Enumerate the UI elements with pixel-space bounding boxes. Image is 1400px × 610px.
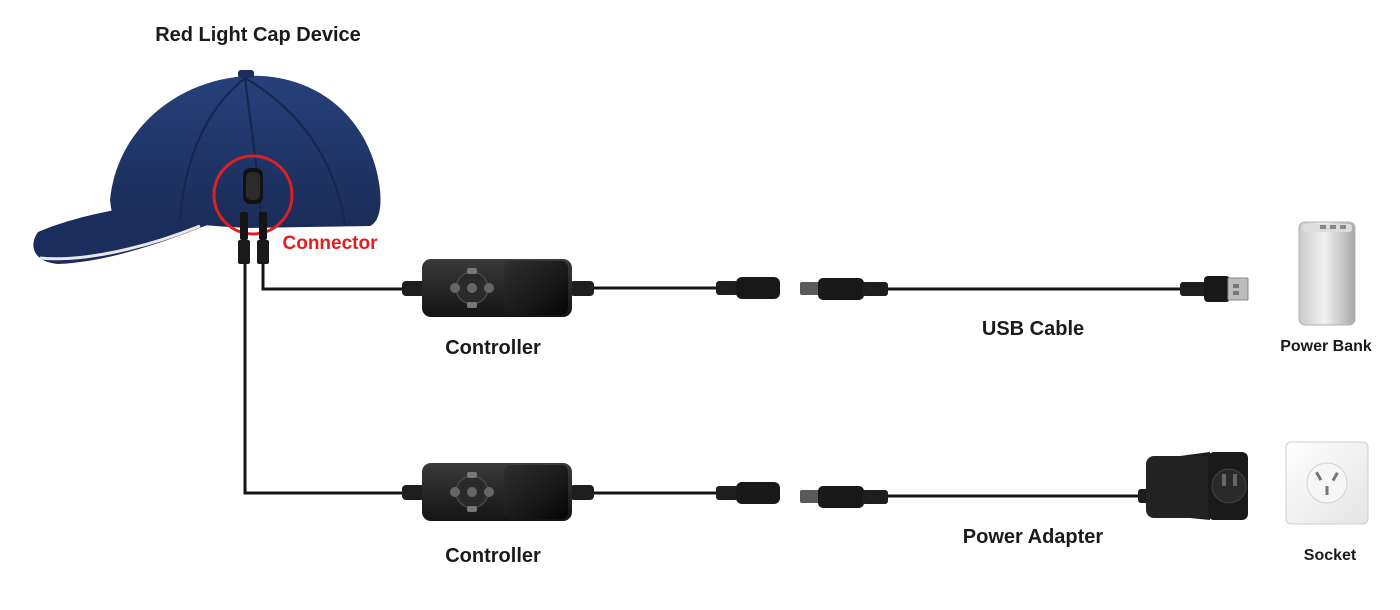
controller-label-top: Controller <box>445 337 541 359</box>
wall-socket-icon <box>1285 441 1369 525</box>
cable-lines <box>243 262 1182 498</box>
connector-plug-icon <box>238 212 269 264</box>
usb-a-plug-icon <box>1180 276 1249 302</box>
wall-adapter-icon <box>1138 452 1248 520</box>
baseball-cap-icon <box>33 70 381 264</box>
connector-label: Connector <box>282 233 378 254</box>
dc-barrel-plug-icon <box>716 482 780 504</box>
controller-label-bottom: Controller <box>445 545 541 567</box>
usb-cable-label: USB Cable <box>981 318 1085 340</box>
dc-barrel-plug-icon <box>800 486 888 508</box>
power-bank-label: Power Bank <box>1280 338 1372 355</box>
power-bank-icon <box>1298 221 1356 326</box>
power-adapter-label: Power Adapter <box>962 526 1104 548</box>
dc-barrel-plug-icon <box>716 277 780 299</box>
controller-box-icon <box>402 259 594 317</box>
dc-barrel-plug-icon <box>800 278 888 300</box>
socket-label: Socket <box>1303 547 1357 564</box>
cap-device-label: Red Light Cap Device <box>155 24 361 46</box>
controller-box-icon <box>402 463 594 521</box>
connector-highlight-circle <box>212 154 294 236</box>
